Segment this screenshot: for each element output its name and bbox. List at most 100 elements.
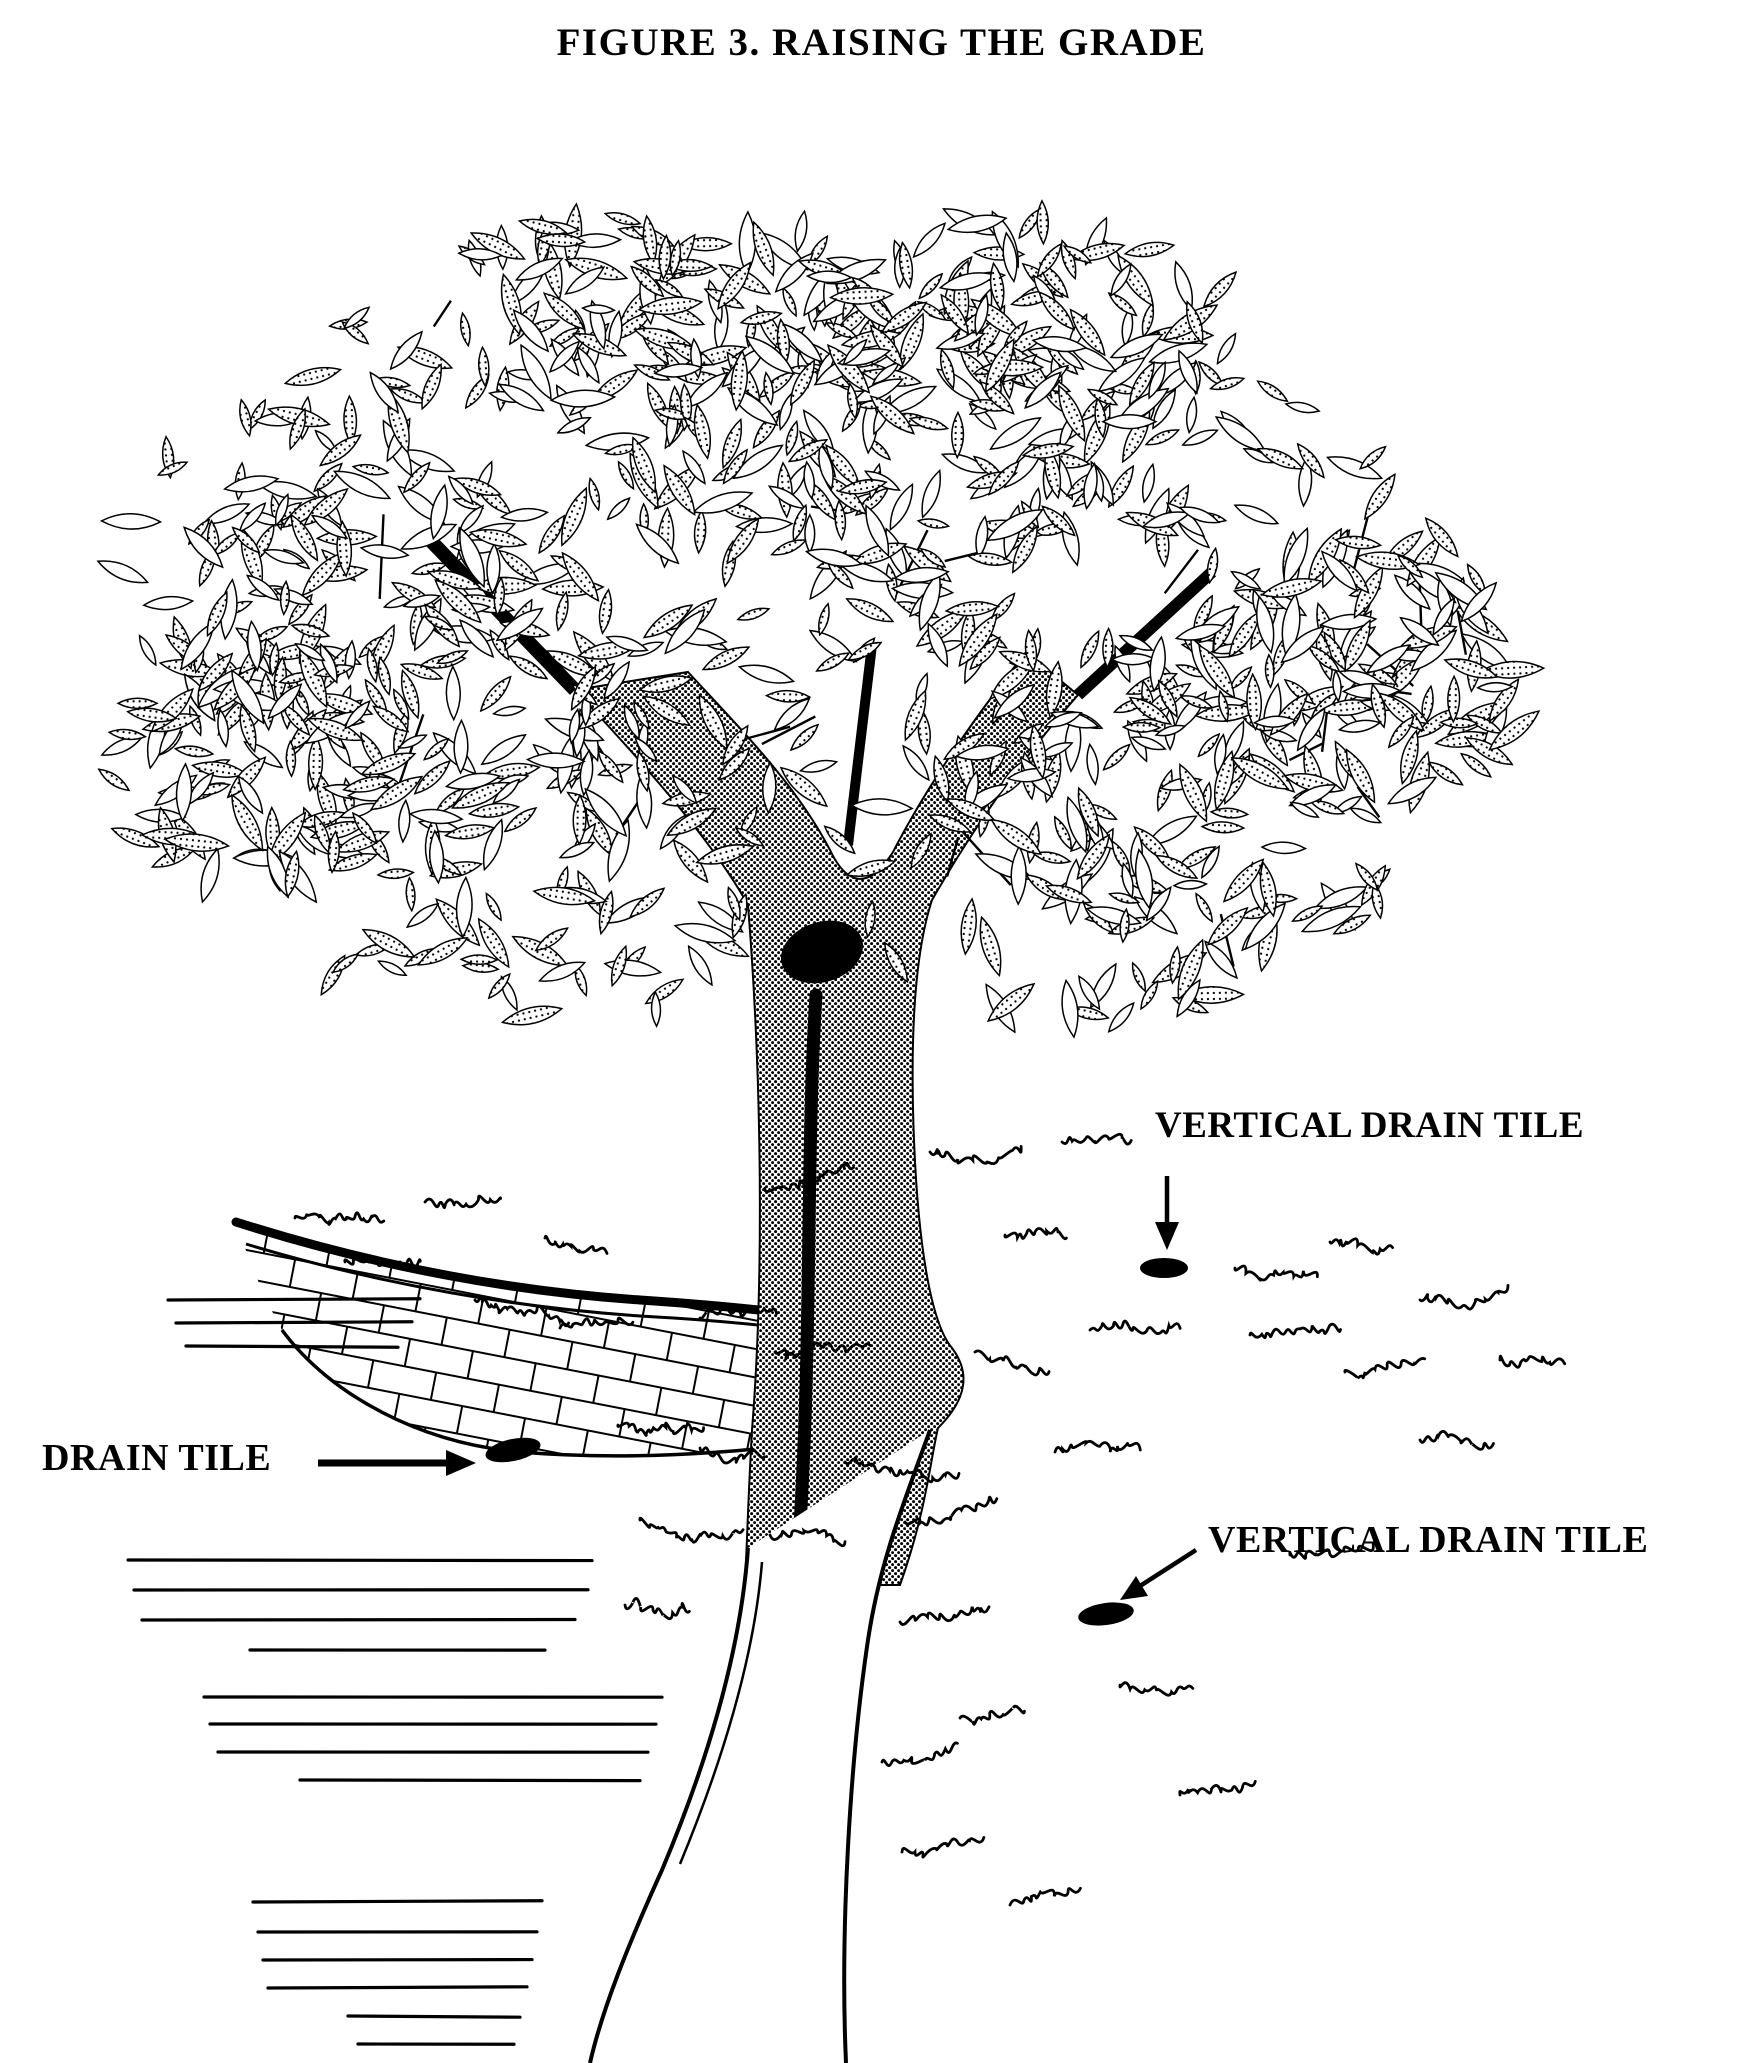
leaf (623, 703, 640, 741)
leaf (1154, 724, 1187, 737)
leaf (975, 514, 989, 560)
leaf (1479, 660, 1546, 679)
leaf (508, 655, 549, 680)
leaf (933, 754, 950, 804)
leaf (1337, 719, 1382, 733)
leaf (327, 853, 379, 872)
leaf (815, 652, 851, 672)
leaf (722, 448, 748, 485)
leaf (398, 798, 411, 844)
leaf (310, 514, 349, 539)
leaf (1424, 516, 1459, 558)
leaf (495, 607, 544, 642)
leaf (538, 961, 587, 982)
leaf (478, 345, 490, 388)
leaf (1066, 795, 1088, 854)
leaf (842, 338, 868, 366)
leaf (664, 608, 706, 655)
leaf (1218, 689, 1230, 723)
grass-marks (293, 1132, 1567, 1907)
trunk-dark-streak (793, 988, 823, 1532)
leaf (927, 622, 949, 668)
leaf (762, 760, 777, 815)
leaf (951, 410, 965, 460)
tree-trunk (424, 535, 1217, 1586)
leaf (397, 734, 428, 749)
leaf (477, 917, 510, 969)
leaf (1176, 978, 1201, 1018)
leaf (672, 838, 709, 884)
leaf (1466, 563, 1487, 596)
leaf (1460, 581, 1498, 623)
grass-scribble (558, 1316, 635, 1330)
leaf (399, 663, 444, 680)
leaf (1260, 841, 1308, 855)
soil-hatch-lines (126, 1297, 664, 2046)
leaf (1256, 447, 1305, 470)
leaf (116, 697, 159, 710)
leaf (1109, 333, 1164, 359)
grass-scribble (1003, 1226, 1068, 1243)
leaf (351, 811, 378, 845)
leaf (1370, 682, 1387, 729)
leaf (1332, 669, 1342, 703)
vertical-drain-tile-lower-arrow (1138, 1548, 1198, 1588)
leaf (869, 324, 904, 369)
leaf (455, 875, 473, 939)
leaf (1259, 860, 1277, 918)
leaf (223, 475, 280, 493)
leaf (666, 807, 718, 837)
leaf (1131, 961, 1146, 993)
leaf (467, 802, 521, 818)
grass-scribble (423, 1194, 502, 1210)
leaf (946, 214, 1008, 233)
leaf (238, 501, 267, 533)
leaf (940, 293, 970, 335)
leaf (1024, 371, 1062, 409)
leaf (480, 733, 527, 766)
leaf (1283, 526, 1309, 587)
leaf (429, 829, 445, 885)
leaf (671, 774, 698, 805)
leaf (673, 922, 737, 944)
leaf (884, 941, 909, 984)
leaf (1121, 861, 1134, 900)
leaf (1043, 711, 1083, 728)
grass-scribble (1418, 1284, 1510, 1311)
leaf (637, 296, 704, 316)
leaf (763, 371, 774, 406)
leaf (1044, 884, 1093, 904)
leaf (880, 301, 928, 334)
leaf (1371, 881, 1384, 920)
twig-line (761, 715, 816, 746)
leaf (459, 311, 471, 348)
leaf (1432, 596, 1456, 637)
leaf (1086, 388, 1119, 406)
leaf (1334, 535, 1383, 550)
leaf (1178, 349, 1198, 395)
leaf (902, 744, 930, 782)
leaf (444, 772, 502, 790)
leaf (459, 526, 486, 589)
leaf (402, 594, 442, 608)
grass-scribble (1248, 1322, 1342, 1340)
leaf (1320, 550, 1359, 593)
leaf (1076, 833, 1111, 881)
leaf (576, 345, 600, 385)
leaf (499, 507, 549, 522)
vertical-drain-tile-lower-arrowhead (1120, 1576, 1148, 1600)
leaf (794, 209, 808, 253)
leaf (779, 766, 829, 808)
leaf (96, 560, 150, 584)
leaf (1228, 610, 1261, 659)
leaf (1021, 443, 1075, 459)
leaf (904, 689, 927, 742)
leaf (279, 579, 290, 616)
leaf (581, 304, 616, 315)
leaf (1053, 815, 1073, 851)
leaf (693, 403, 711, 460)
leaf (603, 660, 631, 701)
leaf (570, 665, 597, 712)
leaf (1206, 906, 1249, 946)
